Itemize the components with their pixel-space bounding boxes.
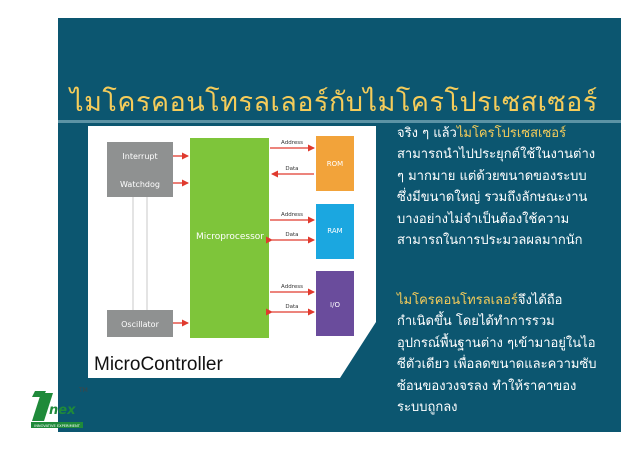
microcontroller-caption: MicroController: [94, 354, 223, 375]
p1-body: สามารถนำไปประยุกต์ใช้ในงานต่าง ๆ มากมาย …: [397, 147, 596, 249]
slide-title: ไมโครคอนโทรลเลอร์กับไมโครโปรเซสเซอร์: [70, 87, 598, 118]
rom-block: [316, 136, 354, 191]
oscillator-label: Oscillator: [121, 320, 159, 329]
p1-prefix: จริง ๆ แล้ว: [397, 126, 457, 141]
ram-address-label: Address: [281, 212, 303, 218]
io-address-label: Address: [281, 284, 303, 290]
logo-tagline-bar: [31, 422, 83, 428]
interrupt-label: Interrupt: [122, 152, 157, 161]
p1-highlight: ไมโครโปรเซสเซอร์: [456, 126, 567, 141]
ram-block: [316, 204, 354, 259]
inex-logo: TM nex INNOVATIVE EXPERIMENT: [31, 387, 88, 428]
logo-tagline: INNOVATIVE EXPERIMENT: [34, 424, 81, 428]
title-divider: [58, 120, 621, 123]
io-label: I/O: [330, 301, 340, 309]
io-block: [316, 271, 354, 336]
watchdog-block: [107, 169, 173, 197]
rom-data-label: Data: [285, 166, 298, 172]
logo-brand-text: nex: [49, 403, 76, 418]
io-data-label: Data: [285, 304, 298, 310]
watchdog-label: Watchdog: [120, 180, 160, 189]
p2-body: จึงได้ถือกำเนิดขึ้น โดยได้ทำการรวมอุปกรณ…: [397, 293, 597, 416]
paragraph-microprocessor: จริง ๆ แล้วไมโครโปรเซสเซอร์สามารถนำไปประ…: [397, 123, 597, 251]
rom-label: ROM: [327, 160, 343, 168]
trademark-mark: TM: [78, 387, 88, 394]
rom-address-label: Address: [281, 140, 303, 146]
paragraph-microcontroller: ไมโครคอนโทรลเลอร์จึงได้ถือกำเนิดขึ้น โดย…: [397, 290, 597, 418]
logo-i-dot: [32, 391, 46, 397]
ram-label: RAM: [327, 227, 342, 235]
p2-highlight: ไมโครคอนโทรลเลอร์: [397, 293, 518, 308]
ram-data-label: Data: [285, 232, 298, 238]
microprocessor-label: Microprocessor: [196, 232, 264, 242]
logo-i-shape: [32, 393, 53, 421]
interrupt-block: [107, 142, 173, 169]
oscillator-block: [107, 310, 173, 337]
microprocessor-block: [190, 138, 269, 338]
microcontroller-diagram: Interrupt Watchdog Oscillator Microproce…: [88, 126, 376, 378]
